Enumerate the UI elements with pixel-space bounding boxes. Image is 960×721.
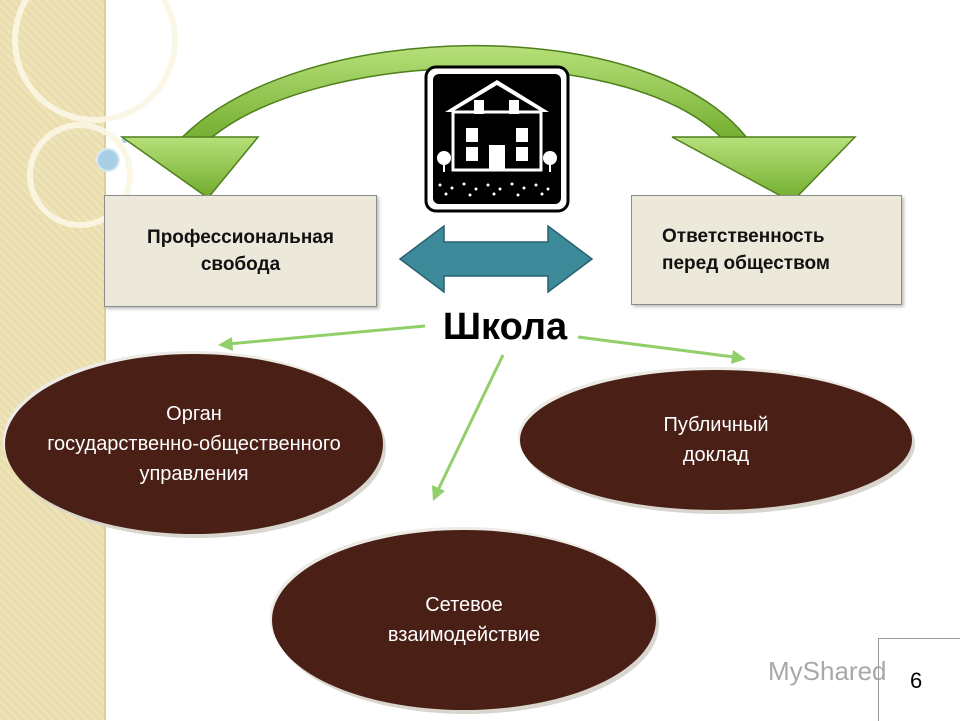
- public-report-ellipse: Публичный доклад: [520, 370, 912, 510]
- ellipse-bottom-line1: Сетевое: [425, 594, 503, 616]
- professional-freedom-box: Профессиональная свобода: [104, 195, 377, 307]
- governance-ellipse: Орган государственно-общественного управ…: [5, 354, 383, 534]
- network-interaction-ellipse: Сетевое взаимодействие: [272, 530, 656, 710]
- ellipse-left-line3: управления: [139, 463, 249, 485]
- page-number-box: [878, 638, 960, 721]
- watermark: MyShared: [768, 656, 887, 686]
- box-right-line2: перед обществом: [662, 253, 830, 274]
- ellipse-right-line1: Публичный: [663, 414, 769, 436]
- left-strip-edge: [104, 0, 106, 720]
- box-left-line1: Профессиональная: [147, 227, 334, 248]
- ellipse-right-line2: доклад: [682, 444, 750, 466]
- responsibility-box: Ответственность перед обществом: [631, 195, 902, 305]
- ellipse-left-line2: государственно-общественного: [47, 433, 341, 455]
- box-right-line1: Ответственность: [662, 226, 825, 247]
- box-left-line2: свобода: [200, 254, 281, 275]
- center-label: Школа: [442, 306, 568, 348]
- page-number: 6: [910, 668, 923, 693]
- ellipse-bottom-line2: взаимодействие: [387, 624, 541, 646]
- ellipse-left-line1: Орган: [166, 403, 222, 425]
